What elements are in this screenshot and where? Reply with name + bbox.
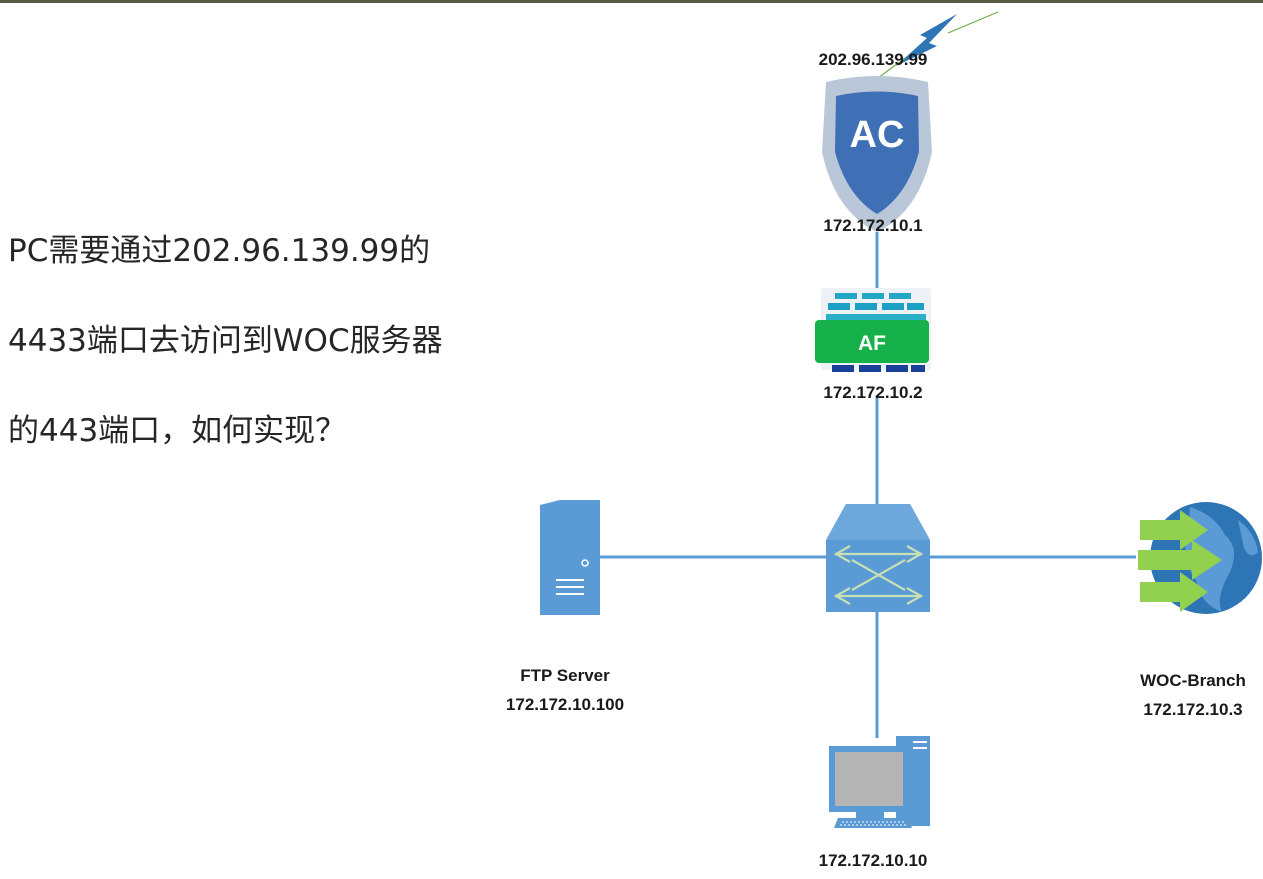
switch-icon <box>826 504 930 612</box>
af-ip: 172.172.10.2 <box>823 383 923 402</box>
links <box>600 232 1136 738</box>
woc-name: WOC-Branch <box>1140 671 1246 690</box>
af-label: AF <box>858 332 886 355</box>
question-line-1: PC需要通过202.96.139.99的 <box>8 233 431 269</box>
ftp-name: FTP Server <box>520 666 610 685</box>
wan-link-icon <box>877 11 999 79</box>
ac-lan-ip: 172.172.10.1 <box>823 216 923 235</box>
top-border <box>0 0 1263 3</box>
ac-wan-ip: 202.96.139.99 <box>818 50 928 69</box>
pc-ip: 172.172.10.10 <box>818 851 928 870</box>
globe-icon <box>1138 502 1262 614</box>
server-icon <box>540 500 600 615</box>
ftp-ip: 172.172.10.100 <box>505 695 625 714</box>
af-firewall-icon: AF <box>815 288 931 372</box>
question-line-3: 的443端口，如何实现？ <box>8 413 347 449</box>
pc-icon <box>829 736 930 828</box>
woc-ip: 172.172.10.3 <box>1143 700 1243 719</box>
ac-shield-icon: AC <box>822 76 932 232</box>
ac-label: AC <box>850 114 905 156</box>
question-line-2: 4433端口去访问到WOC服务器 <box>8 323 443 359</box>
